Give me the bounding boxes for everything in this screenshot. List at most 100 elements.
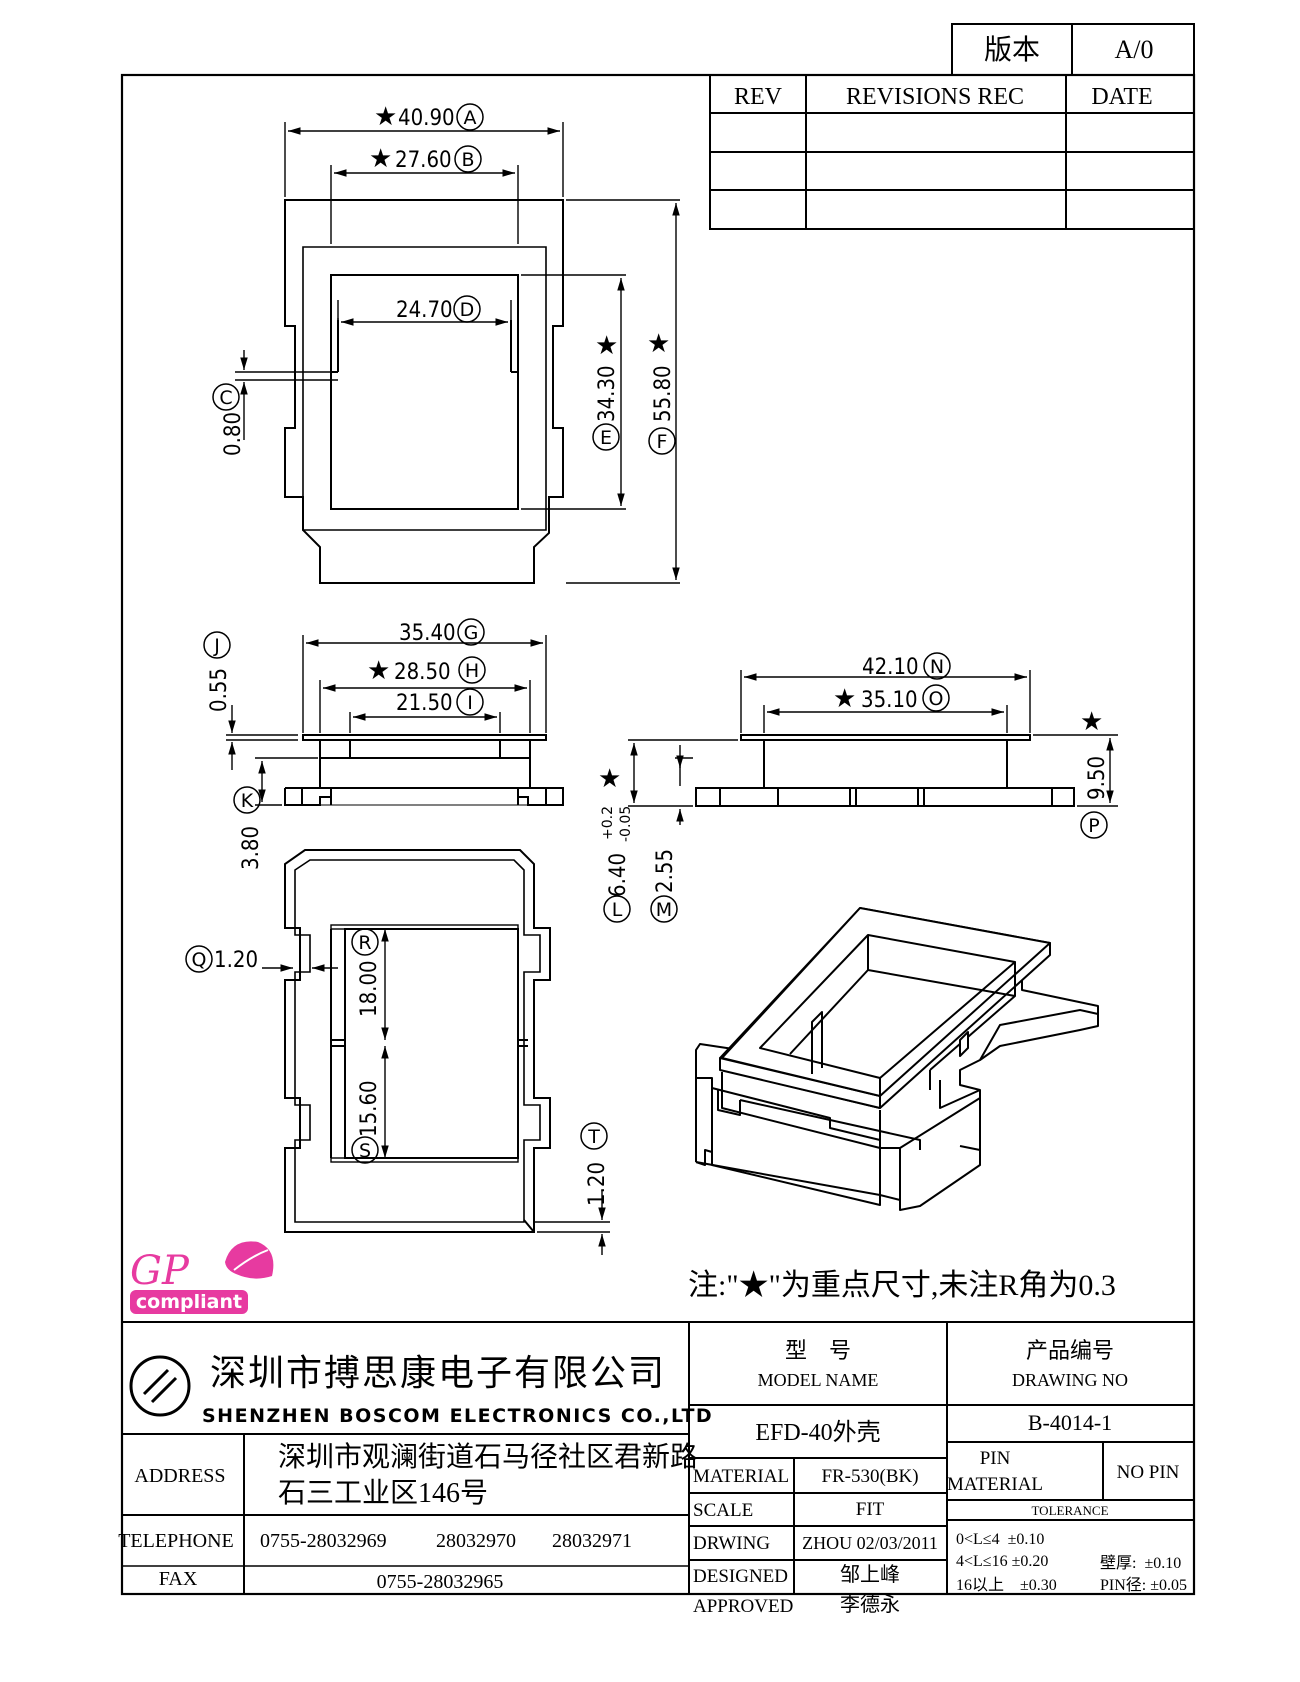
dim-a-value: 40.90 [398, 106, 455, 131]
top-view-dims [235, 122, 680, 584]
dim-j-value: 0.55 [207, 668, 232, 712]
dim-r-letter: R [358, 932, 371, 954]
scale-label: SCALE [693, 1500, 753, 1521]
tolerance-row-3: 16以上 ±0.30 [956, 1576, 1057, 1594]
dim-t-letter: T [587, 1126, 600, 1148]
company-logo [129, 1355, 191, 1417]
dim-d-letter: D [460, 299, 475, 321]
approved-value: 李德永 [840, 1593, 900, 1616]
dim-i-value: 21.50 [396, 691, 453, 716]
dim-m-letter: M [656, 899, 672, 921]
dim-s-value: 15.60 [357, 1080, 382, 1137]
isometric-view [695, 907, 1099, 1211]
designed-value: 邹上峰 [840, 1563, 900, 1586]
dim-l-star: ★ [598, 764, 621, 794]
dim-a-star: ★ [374, 102, 397, 132]
dim-m-value: 2.55 [653, 849, 678, 893]
company-name-cn: 深圳市搏思康电子有限公司 [210, 1353, 666, 1393]
dim-b-circle [454, 145, 482, 173]
dim-e-value: 34.30 [595, 365, 620, 422]
rev-header: REV [734, 84, 783, 110]
dim-n-value: 42.10 [862, 655, 919, 680]
dim-i-circle [456, 688, 484, 716]
dim-b-star: ★ [369, 144, 392, 174]
address-label: ADDRESS [134, 1465, 225, 1487]
compliant-text: compliant [136, 1291, 242, 1313]
dim-r-circle [351, 928, 379, 956]
dim-j-circle [203, 631, 231, 659]
telephone-1: 0755-28032969 [260, 1530, 387, 1552]
dim-h-star: ★ [367, 656, 390, 686]
front-view-dims [226, 635, 547, 806]
drawing-label-cn: 产品编号 [1026, 1338, 1114, 1363]
dim-c-circle [212, 383, 240, 411]
fax-value: 0755-28032965 [377, 1571, 504, 1593]
fax-label: FAX [159, 1568, 198, 1590]
dim-l-tol-plus: +0.2 [600, 806, 616, 840]
dim-c-value: 0.80 [221, 412, 246, 456]
model-label-cn: 型 号 [785, 1338, 851, 1363]
sheet-border [120, 73, 1196, 1596]
approved-label: APPROVED [693, 1596, 793, 1617]
dim-o-circle [922, 684, 950, 712]
dim-a-circle [456, 103, 484, 131]
revision-table [709, 74, 1195, 230]
dim-o-letter: O [929, 688, 944, 710]
tolerance-row-2: 4<L≤16 ±0.20 [956, 1553, 1048, 1570]
top-view [284, 199, 564, 584]
dim-q-value: 1.20 [214, 948, 258, 973]
dim-j-letter: J [213, 635, 220, 657]
dim-l-tol-minus: -0.05 [618, 806, 634, 842]
dim-m-circle [650, 895, 678, 923]
dim-l-letter: L [612, 899, 623, 921]
dim-f-value: 55.80 [651, 365, 676, 422]
dim-d-value: 24.70 [396, 298, 453, 323]
dim-p-circle [1080, 811, 1108, 839]
drwing-label: DRWING [693, 1533, 770, 1554]
dim-t-value: 1.20 [585, 1162, 610, 1206]
bottom-view [284, 849, 551, 1233]
front-view [284, 734, 564, 806]
revisions-rec-header: REVISIONS REC [846, 84, 1024, 110]
dim-a-letter: A [464, 107, 477, 129]
dim-n-circle [923, 652, 951, 680]
dim-p-star: ★ [1080, 707, 1103, 737]
dim-o-star: ★ [833, 684, 856, 714]
dim-k-circle [233, 786, 261, 814]
scale-value: FIT [856, 1499, 885, 1520]
dim-h-letter: H [465, 660, 479, 682]
title-block [122, 1321, 1194, 1594]
dim-d-circle [453, 295, 481, 323]
dim-g-circle [457, 618, 485, 646]
gp-logo-text: GP [130, 1248, 190, 1294]
dim-t-circle [580, 1122, 608, 1150]
side-view-dims [628, 670, 1118, 825]
drawing-label-en: DRAWING NO [1012, 1370, 1128, 1390]
dim-h-circle [458, 656, 486, 684]
date-header: DATE [1091, 84, 1152, 110]
material-value: FR-530(BK) [821, 1466, 918, 1487]
dim-s-circle [351, 1136, 379, 1164]
dim-k-value: 3.80 [239, 826, 264, 870]
model-value: EFD-40外壳 [755, 1419, 880, 1446]
pin-label: PIN [980, 1448, 1011, 1469]
dim-f-star: ★ [647, 329, 670, 359]
tolerance-pin: PIN径: ±0.05 [1100, 1576, 1187, 1594]
dim-p-value: 9.50 [1085, 756, 1110, 800]
dim-h-value: 28.50 [394, 660, 451, 685]
dim-b-letter: B [461, 149, 474, 171]
dim-l-value: 6.40 [606, 853, 631, 897]
version-label: 版本 [984, 34, 1040, 66]
tolerance-row-1: 0<L≤4 ±0.10 [956, 1531, 1044, 1548]
company-name-en: SHENZHEN BOSCOM ELECTRONICS CO.,LTD [202, 1405, 713, 1427]
telephone-label: TELEPHONE [118, 1530, 234, 1552]
version-value: A/0 [1115, 35, 1154, 64]
dim-k-letter: K [241, 790, 254, 812]
dim-n-letter: N [930, 656, 944, 678]
dim-e-letter: E [600, 427, 612, 449]
dim-g-letter: G [464, 622, 479, 644]
drwing-value: ZHOU 02/03/2011 [802, 1533, 938, 1553]
telephone-2: 28032970 [436, 1530, 516, 1552]
dim-f-circle [648, 427, 676, 455]
